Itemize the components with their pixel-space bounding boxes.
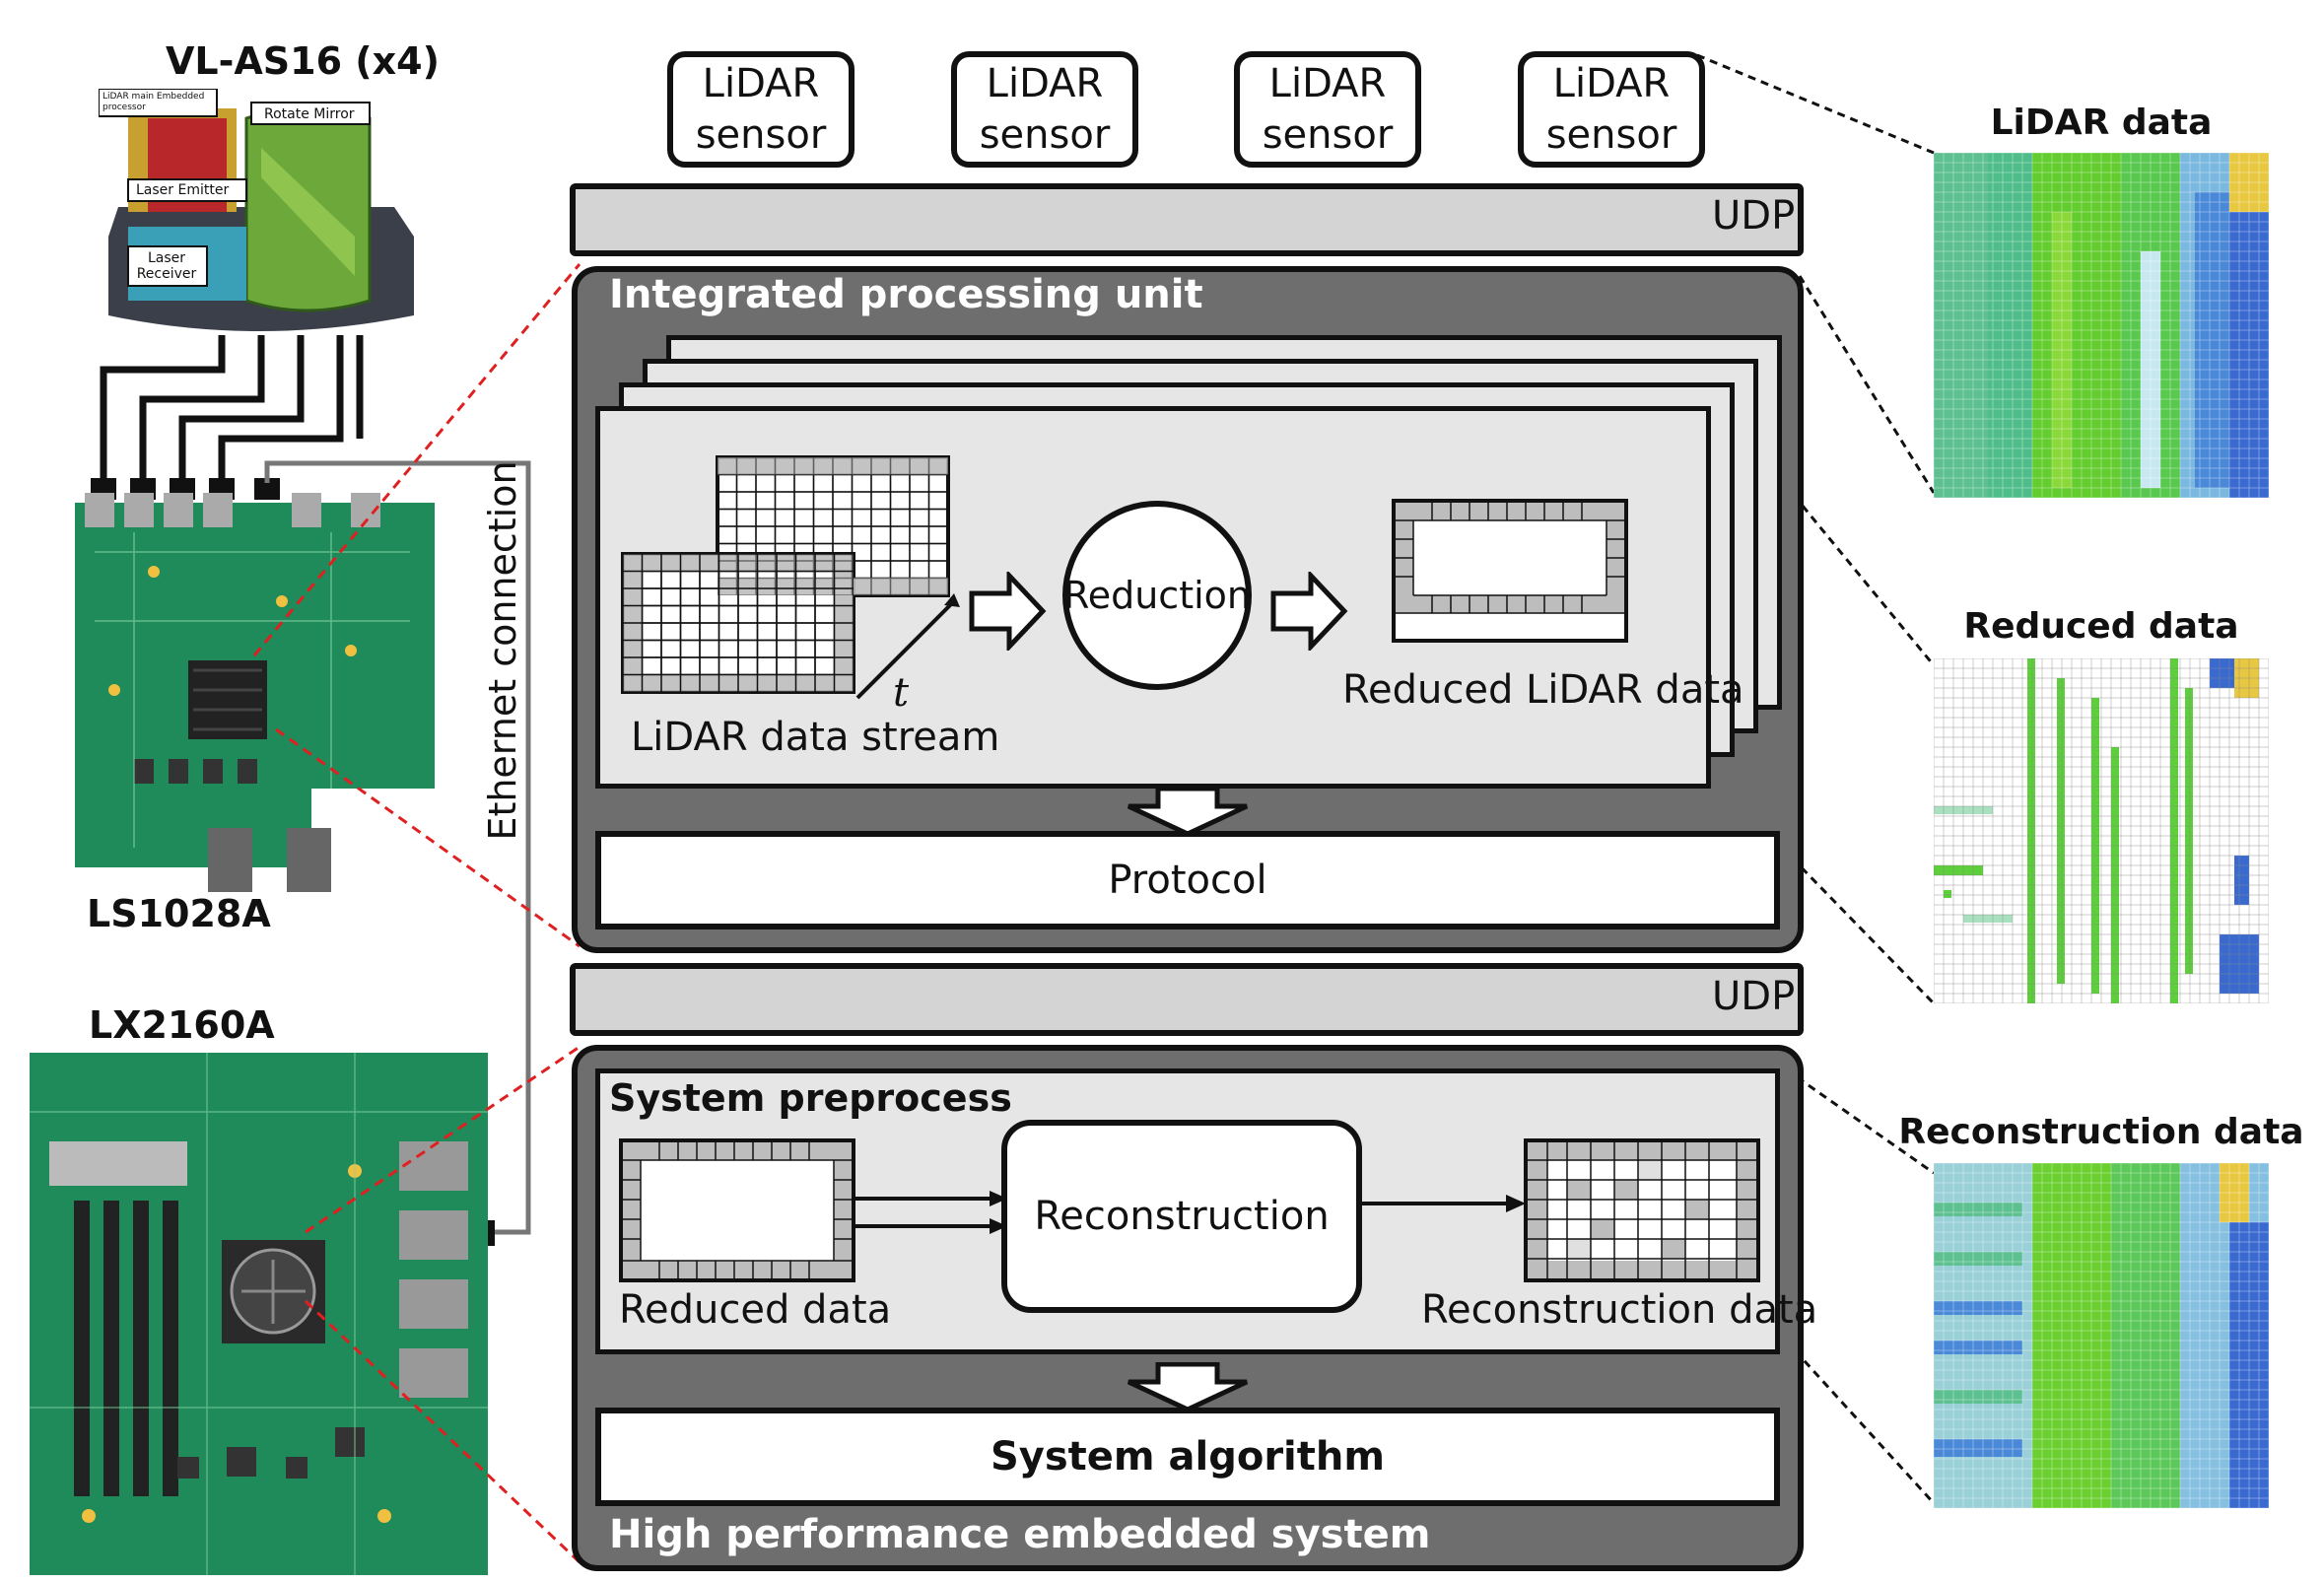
reduced-data-heatmap: [1934, 658, 2269, 1003]
sensor-part-emitter: Laser Emitter: [136, 182, 230, 198]
reconstruction-box: Reconstruction: [1001, 1120, 1362, 1313]
arrow-from-reduction: [1270, 572, 1348, 651]
reconstruction-label: Reconstruction: [1034, 1194, 1330, 1239]
lx2160a-board-photo: [30, 1053, 488, 1575]
recon-data-heatmap: [1934, 1163, 2269, 1508]
udp-mid-label: UDP: [1712, 974, 1796, 1019]
arrow-to-recon-data: [1362, 1195, 1526, 1212]
algorithm-label: System algorithm: [990, 1434, 1386, 1480]
hpes-title: High performance embedded system: [609, 1512, 1431, 1557]
protocol-box: Protocol: [595, 831, 1780, 929]
stream-grids: [621, 455, 960, 700]
arrow-to-protocol: [1127, 787, 1249, 836]
udp-mid-bar: [570, 963, 1804, 1036]
reduction-label: Reduction: [1063, 574, 1251, 617]
sensor-part-processor: LiDAR main Embedded processor: [103, 92, 205, 112]
reduced-grid: [1392, 499, 1628, 643]
recon-data-grid: [1524, 1138, 1760, 1282]
reduced-data-title: Reduced data: [1963, 606, 2239, 647]
udp-top-bar: [570, 183, 1804, 256]
recon-data-label: Reconstruction data: [1421, 1287, 1818, 1333]
lidar-data-title: LiDAR data: [1990, 103, 2213, 143]
board2-label: LX2160A: [89, 1003, 275, 1047]
recon-data-title: Reconstruction data: [1898, 1112, 2304, 1152]
time-label: t: [893, 670, 910, 716]
arrow-to-reduction: [969, 572, 1047, 651]
lidar-data-heatmap: [1934, 153, 2269, 498]
preprocess-title: System preprocess: [609, 1076, 1012, 1120]
protocol-label: Protocol: [1108, 858, 1267, 903]
udp-top-label: UDP: [1712, 193, 1796, 239]
reduced-lidar-label: Reduced LiDAR data: [1342, 667, 1744, 713]
system-algorithm-box: System algorithm: [595, 1408, 1780, 1506]
reduction-circle: Reduction: [1062, 501, 1252, 690]
integrated-title: Integrated processing unit: [609, 272, 1203, 317]
sensor-photo-title: VL-AS16 (x4): [166, 39, 440, 83]
board1-label: LS1028A: [87, 892, 271, 935]
lidar-sensor-photo: [99, 89, 414, 331]
reduced-data-grid: [619, 1138, 855, 1282]
arrows-to-reconstruction: [855, 1191, 1007, 1234]
arrow-to-algorithm: [1127, 1362, 1249, 1411]
stream-label: LiDAR data stream: [631, 715, 1000, 760]
ls1028a-board-photo: [75, 493, 435, 892]
sensor-part-mirror: Rotate Mirror: [264, 106, 355, 122]
sensor-part-receiver: Laser Receiver: [136, 250, 197, 282]
reduced-data-label: Reduced data: [619, 1287, 892, 1333]
